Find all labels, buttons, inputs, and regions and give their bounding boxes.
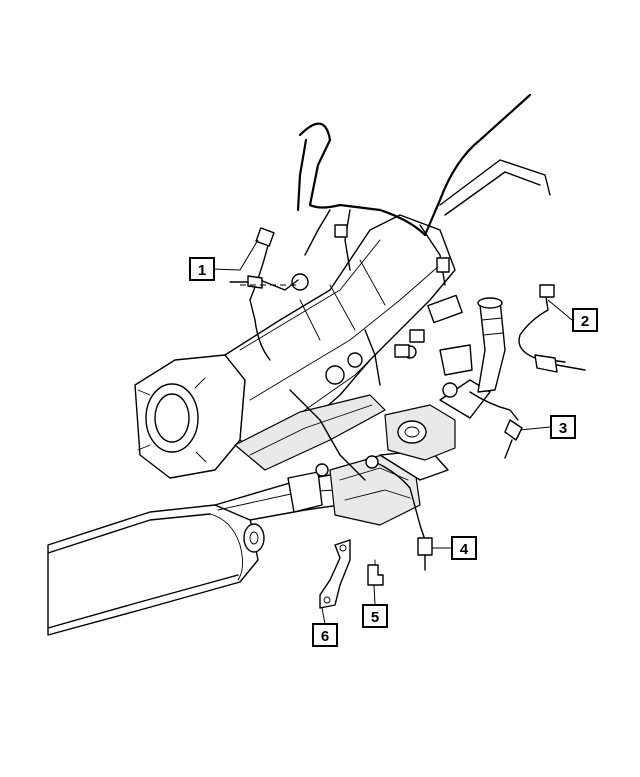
callout-6-label: 6 <box>321 628 329 645</box>
oxygen-sensor-upstream-left <box>229 275 299 291</box>
callout-1-label: 1 <box>198 262 206 279</box>
transmission <box>134 214 473 479</box>
retaining-clip <box>367 559 384 586</box>
callout-3: 3 <box>550 415 576 439</box>
callout-3-label: 3 <box>559 420 567 437</box>
oxygen-sensor-upstream-right <box>518 284 586 373</box>
callout-5-label: 5 <box>371 609 379 626</box>
callout-2: 2 <box>572 308 598 332</box>
wiring-harness <box>249 93 551 481</box>
callout-6: 6 <box>312 623 338 647</box>
catalytic-converter-upper <box>384 379 491 461</box>
callout-4-label: 4 <box>460 541 469 558</box>
callout-5: 5 <box>362 604 388 628</box>
callout-1: 1 <box>189 257 215 281</box>
oxygen-sensor-downstream-right <box>469 391 523 459</box>
intake-tube <box>477 297 506 393</box>
catalytic-converter-lower <box>329 449 449 526</box>
exhaust-muffler <box>47 504 265 636</box>
oxygen-sensor-downstream-left <box>365 455 433 571</box>
callout-2-label: 2 <box>581 313 589 330</box>
mounting-bracket <box>319 539 351 609</box>
callout-4: 4 <box>451 536 477 560</box>
leader-lines <box>211 239 573 625</box>
